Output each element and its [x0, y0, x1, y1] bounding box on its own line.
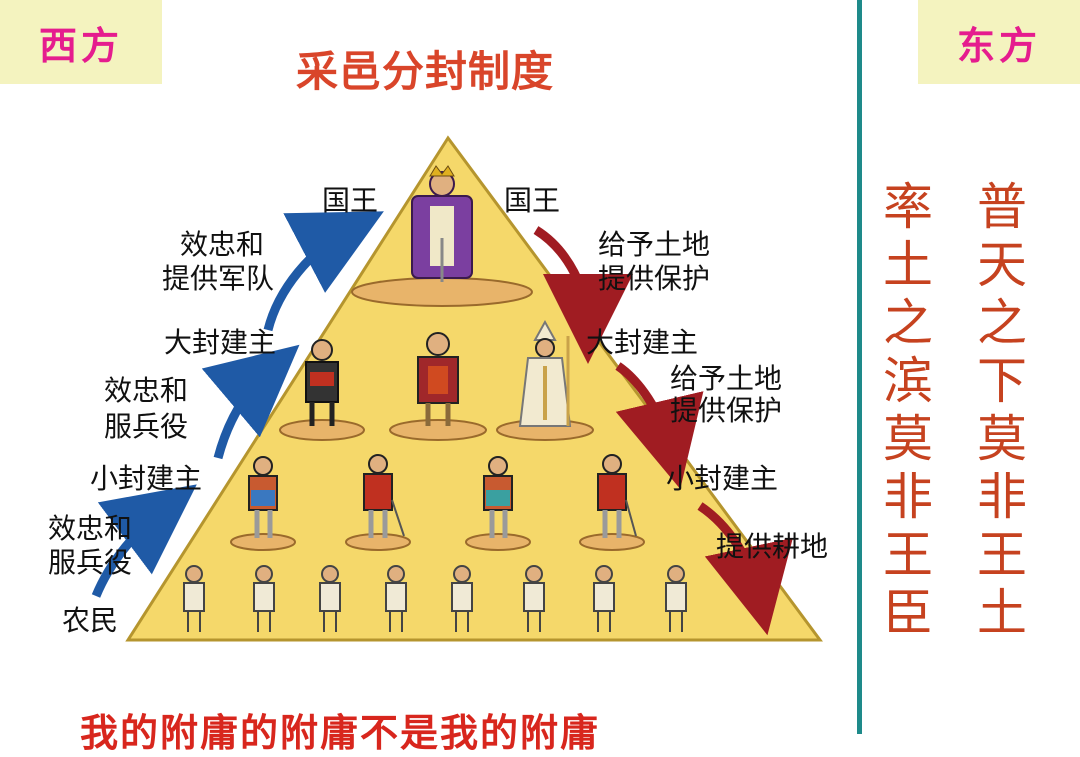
- label-grant-protect-b1: 给予土地: [670, 362, 783, 395]
- peasant-figure-6: [523, 565, 545, 632]
- label-grant-protect-a1: 给予土地: [598, 228, 711, 261]
- small-lord-platform-2: [345, 533, 411, 551]
- king-figure: [411, 165, 473, 282]
- pyramid-diagram: [91, 135, 823, 642]
- label-king-left: 国王: [322, 184, 379, 217]
- label-peasant: 农民: [62, 604, 119, 637]
- small-lord-figure-3: [483, 456, 513, 538]
- label-loyalty-service-a1: 效忠和: [104, 374, 189, 407]
- label-great-lord-right: 大封建主: [586, 326, 699, 359]
- label-loyalty-service-b1: 效忠和: [48, 512, 133, 545]
- loyalty-arrow-great-lord: [201, 344, 300, 460]
- label-farmland: 提供耕地: [716, 530, 829, 563]
- small-lord-platform-1: [230, 533, 296, 551]
- bottom-caption: 我的附庸的附庸不是我的附庸: [80, 711, 601, 755]
- west-tag: 西方: [0, 0, 162, 84]
- label-loyalty-service-b2: 服兵役: [48, 546, 133, 579]
- label-grant-protect-b2: 提供保护: [670, 394, 783, 427]
- king-platform: [351, 277, 533, 307]
- peasant-figure-2: [253, 565, 275, 632]
- great-lord-figure-1: [305, 339, 339, 426]
- peasant-figure-3: [319, 565, 341, 632]
- label-small-lord-left: 小封建主: [90, 462, 203, 495]
- label-great-lord-left: 大封建主: [164, 326, 277, 359]
- peasant-figure-5: [451, 565, 473, 632]
- peasant-figure-8: [665, 565, 687, 632]
- label-king-right: 国王: [504, 184, 561, 217]
- loyalty-arrow-small-lord: [91, 484, 197, 598]
- small-lord-platform-4: [579, 533, 645, 551]
- great-lord-platform-1: [279, 419, 365, 441]
- label-loyalty-army-2: 提供军队: [162, 262, 275, 295]
- peasant-figure-7: [593, 565, 615, 632]
- label-small-lord-right: 小封建主: [666, 462, 779, 495]
- small-lord-platform-3: [465, 533, 531, 551]
- great-lord-platform-2: [389, 419, 487, 441]
- small-lord-figure-1: [248, 456, 278, 538]
- label-loyalty-army-1: 效忠和: [180, 228, 265, 261]
- grant-arrow-king: [533, 226, 633, 364]
- grant-arrow-great-lord: [615, 362, 704, 490]
- peasant-row: [183, 565, 687, 632]
- small-lord-figure-2: [363, 454, 405, 538]
- great-lord-figure-2: [417, 332, 459, 426]
- farmland-arrow: [697, 502, 793, 636]
- divider: [857, 0, 862, 734]
- east-verse-col-2: 普天之下莫非王土: [977, 178, 1027, 642]
- peasant-figure-4: [385, 565, 407, 632]
- east-tag: 东方: [918, 0, 1080, 84]
- label-loyalty-service-a2: 服兵役: [104, 410, 189, 443]
- diagram-title: 采邑分封制度: [295, 47, 554, 96]
- label-grant-protect-a2: 提供保护: [598, 262, 711, 295]
- loyalty-arrow-king: [263, 211, 384, 332]
- east-verse-col-1: 率土之滨莫非王臣: [883, 178, 933, 642]
